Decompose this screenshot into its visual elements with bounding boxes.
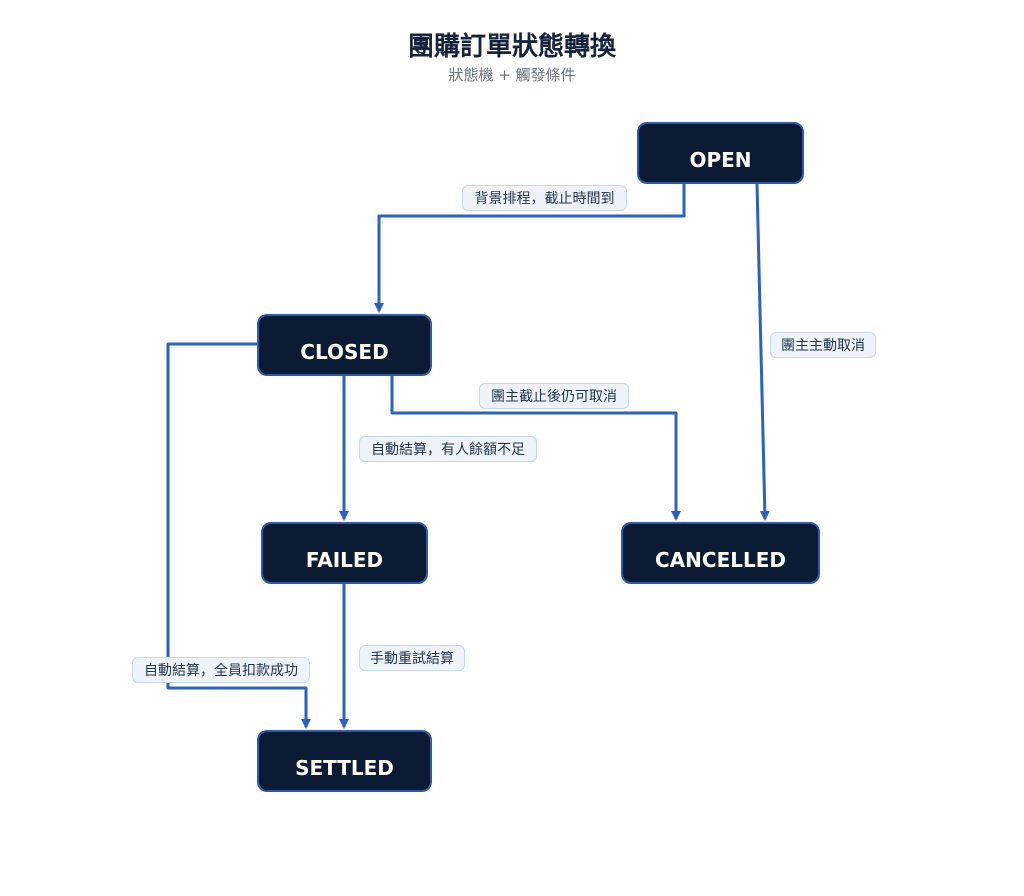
edge-open-to-cancelled [755,183,770,521]
label-closed-to-cancelled: 團主截止後仍可取消 [479,383,629,409]
label-open-to-closed: 背景排程，截止時間到 [462,185,627,211]
diagram-title: 團購訂單狀態轉換 [407,32,616,62]
label-closed-to-failed: 自動結算，有人餘額不足 [359,436,537,462]
state-cancelled-label: CANCELLED [655,548,786,572]
label-failed-to-settled: 手動重試結算 [359,645,465,671]
label-open-to-cancelled: 團主主動取消 [770,332,876,358]
edge-closed-to-cancelled [390,376,681,521]
state-settled-label: SETTLED [295,756,394,780]
state-failed-label: FAILED [305,548,384,572]
state-open: OPEN [637,122,804,184]
state-open-label: OPEN [689,148,752,172]
label-closed-to-settled: 自動結算，全員扣款成功 [132,657,310,683]
edge-open-to-closed [374,184,686,313]
diagram-subtitle: 狀態機 + 觸發條件 [448,66,576,84]
edge-closed-to-settled [166,342,311,729]
state-failed: FAILED [261,522,428,584]
state-closed: CLOSED [257,314,432,376]
state-closed-label: CLOSED [300,340,389,364]
state-cancelled: CANCELLED [621,522,820,584]
state-settled: SETTLED [257,730,432,792]
